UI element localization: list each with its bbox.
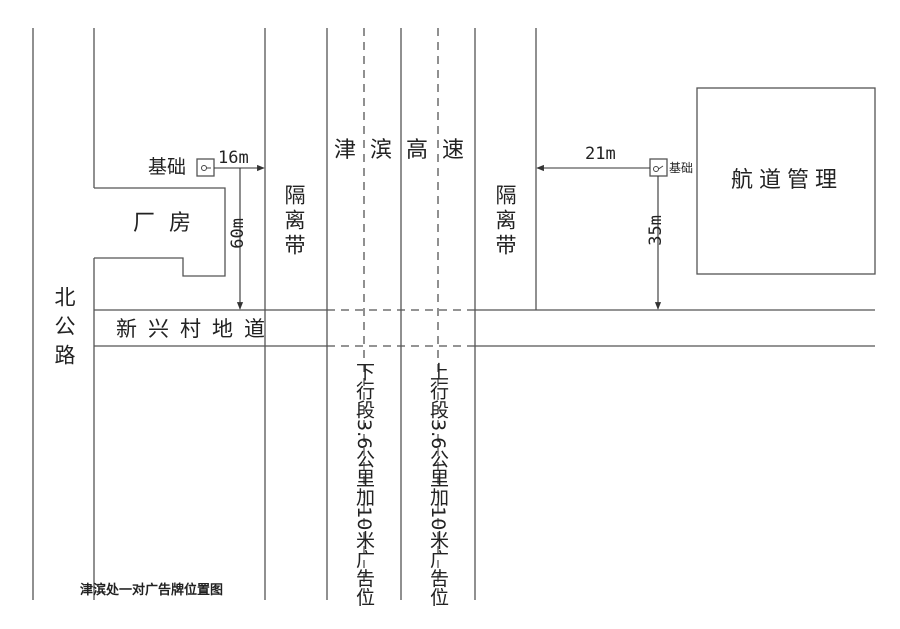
foundation-left-marker: [201, 165, 207, 171]
channel-admin-label: 航道管理: [731, 168, 844, 193]
foundation-left-box: [196, 158, 215, 177]
underpass-label: 新兴村地道: [116, 317, 276, 341]
foundation-right-label: 基础: [669, 161, 694, 175]
dim-16-label: 16m: [218, 148, 249, 168]
dim-35-label: 35m: [646, 215, 666, 246]
channel-admin-building: [696, 87, 876, 275]
dim-21-label: 21m: [585, 144, 616, 164]
divider-right-label: 隔离带: [493, 184, 517, 259]
dim-60-label: 60m: [228, 218, 248, 249]
foundation-right-marker: [653, 166, 659, 172]
foundation-left-label: 基础: [148, 156, 187, 178]
down-lane-label: 下行段3.6公里加10米广告位: [353, 362, 375, 607]
highway-label: 津滨高速: [334, 138, 479, 163]
factory-label: 厂房: [133, 211, 206, 236]
up-lane-label: 上行段3.6公里加10米广告位: [427, 362, 449, 607]
north-road-label: 北公路: [52, 286, 76, 373]
factory-outline: [94, 187, 226, 277]
divider-left-label: 隔离带: [282, 184, 306, 259]
diagram-caption: 津滨处一对广告牌位置图: [80, 583, 224, 598]
